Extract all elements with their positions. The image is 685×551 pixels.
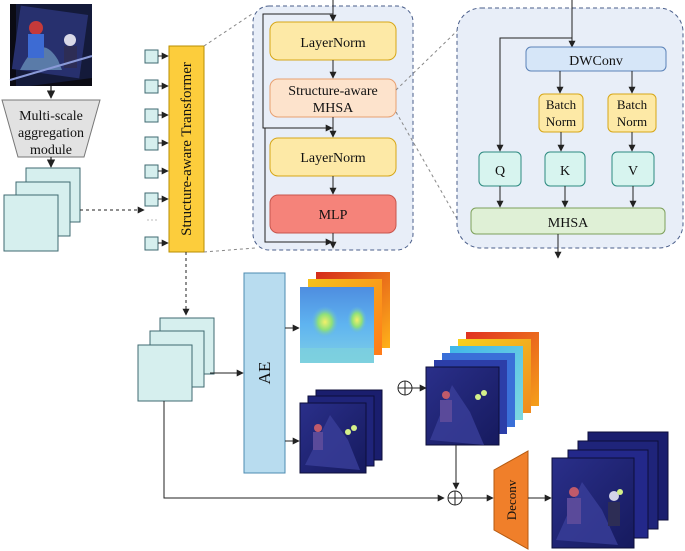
dwconv-box — [525, 46, 667, 72]
aggregation-label-line1: Multi-scale — [19, 109, 83, 124]
transformer-detail-panel: LayerNorm Structure-aware MHSA LayerNorm… — [252, 0, 414, 251]
mhsa-label-line2: MHSA — [313, 101, 354, 116]
ae-block: AE — [243, 272, 286, 474]
q-label: Q — [495, 164, 505, 179]
batchnorm-k-label-line2: Norm — [546, 114, 576, 129]
deconv-label: Deconv — [504, 479, 519, 520]
attention-detail-panel: DWConv Batch Norm Batch Norm Q K V MHSA — [456, 0, 684, 259]
aggregation-label-line3: module — [30, 143, 72, 158]
batchnorm-k-label-line1: Batch — [546, 97, 577, 112]
arrow-skip-to-sum — [163, 401, 445, 502]
ae-label: AE — [255, 362, 274, 385]
layernorm-bottom-label: LayerNorm — [300, 151, 365, 166]
layernorm-top-label: LayerNorm — [300, 36, 365, 51]
add-node-top — [397, 380, 413, 396]
zoom-line-mhsa-top — [395, 29, 459, 91]
k-label: K — [560, 164, 570, 179]
aggregation-module: Multi-scale aggregation module — [1, 99, 101, 158]
deconv-block: Deconv — [493, 450, 529, 550]
mhsa-attention-label: MHSA — [548, 216, 589, 231]
mhsa-label-line1: Structure-aware — [288, 84, 377, 99]
add-node-bottom — [447, 490, 463, 506]
batchnorm-v-label-line2: Norm — [617, 114, 647, 129]
zoom-line-top — [203, 13, 253, 47]
tagmap-stack — [299, 389, 383, 474]
zoom-line-bottom — [203, 247, 256, 253]
input-image — [9, 4, 93, 86]
feature-map-stack-input — [3, 167, 81, 252]
mlp-label: MLP — [319, 208, 348, 223]
fused-heatmap-stack — [425, 332, 539, 446]
output-stack — [551, 431, 669, 549]
dwconv-label: DWConv — [569, 54, 623, 69]
aggregation-label-line2: aggregation — [18, 126, 84, 141]
mhsa-attention-box — [470, 207, 666, 235]
token-column — [144, 49, 169, 251]
heatmap-stack — [300, 272, 390, 363]
transformer-label: Structure-aware Transformer — [179, 62, 195, 236]
batchnorm-v-label-line1: Batch — [617, 97, 648, 112]
v-label: V — [628, 164, 638, 179]
zoom-line-mhsa-bottom — [395, 111, 469, 239]
feature-map-stack-middle — [137, 317, 215, 402]
structure-aware-transformer-block: Structure-aware Transformer — [168, 45, 205, 253]
